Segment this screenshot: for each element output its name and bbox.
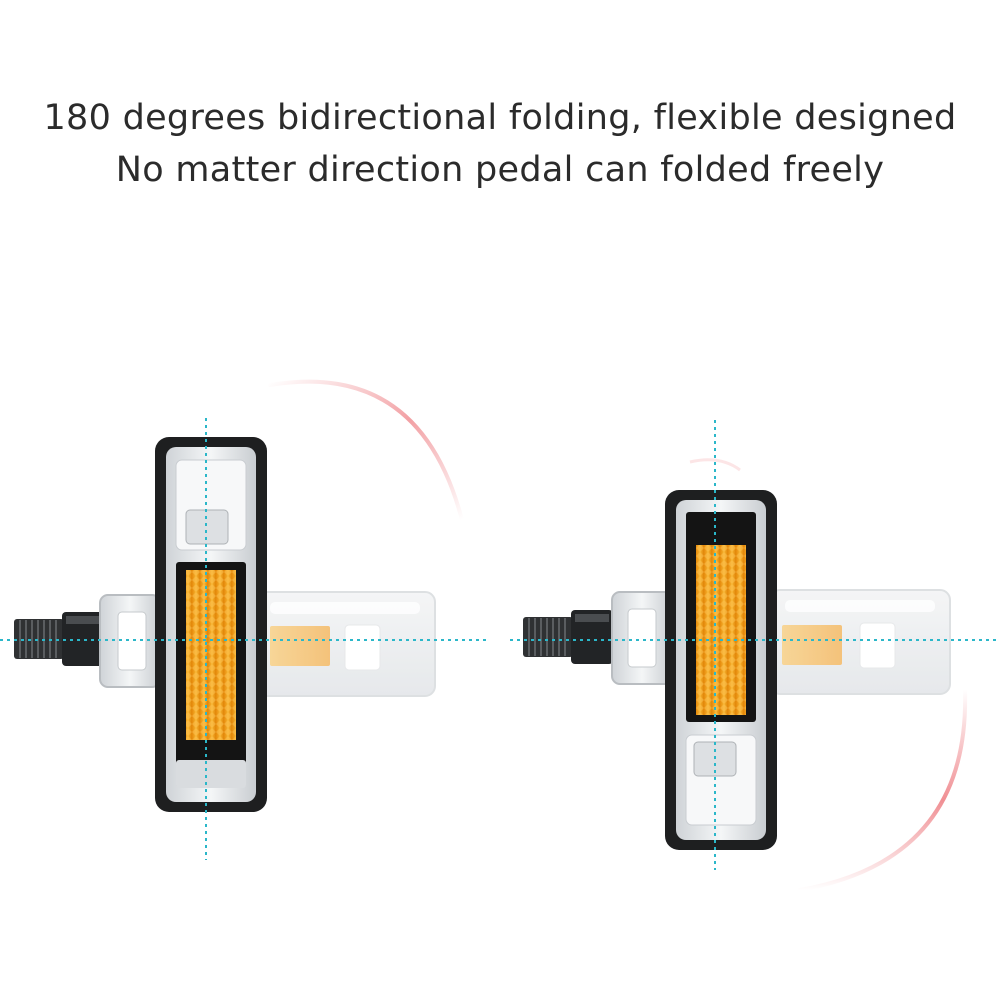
guide-lines-right	[510, 420, 1000, 870]
reflector-left	[186, 570, 236, 740]
pedal-folded-up	[0, 379, 490, 860]
reflector-right	[696, 545, 746, 715]
rotation-arc-right	[798, 688, 968, 892]
caption-line-1: 180 degrees bidirectional folding, flexi…	[43, 98, 957, 138]
spindle-right	[523, 610, 613, 664]
ghost-pedal-right	[769, 589, 951, 695]
spindle-left	[14, 612, 104, 666]
caption-line-2: No matter direction pedal can folded fre…	[115, 150, 885, 190]
guide-lines-left	[0, 418, 490, 860]
pedal-folded-down	[510, 420, 1000, 892]
axle-housing-left	[99, 594, 161, 688]
pedal-body-left	[155, 437, 267, 812]
axle-housing-right	[611, 591, 673, 685]
caption: 180 degrees bidirectional folding, flexi…	[0, 92, 1000, 196]
rotation-arc-left	[268, 379, 464, 522]
ghost-pedal-left	[254, 591, 436, 697]
pedal-body-right	[665, 490, 777, 850]
